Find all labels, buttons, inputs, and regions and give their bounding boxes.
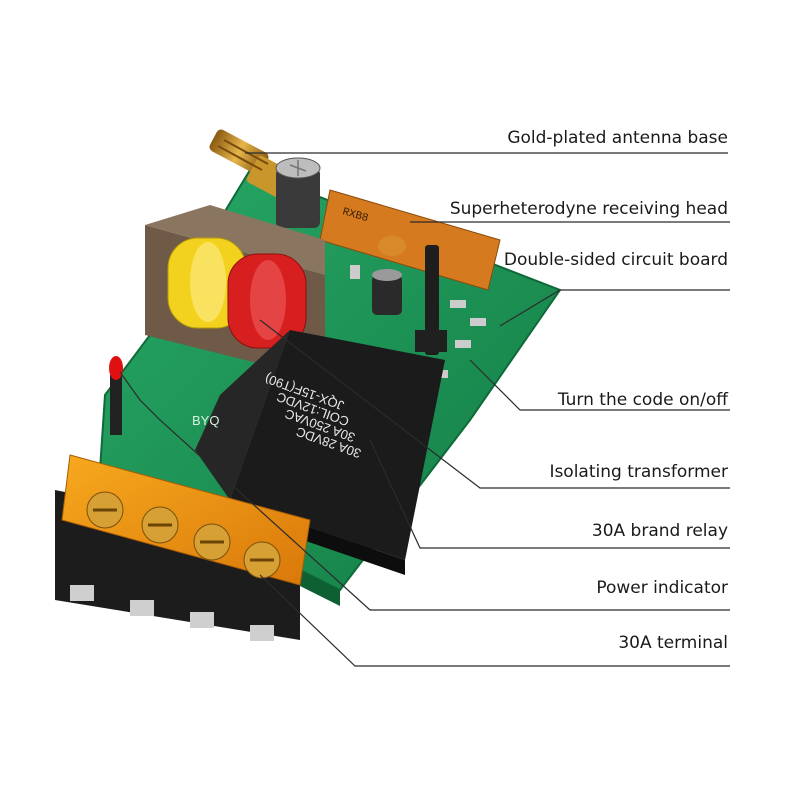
small-components	[350, 236, 486, 378]
receiver-module: RXB8	[319, 189, 501, 291]
label-receiver: Superheterodyne receiving head	[449, 199, 728, 219]
leader-indicator	[119, 371, 730, 611]
power-indicator	[109, 356, 123, 435]
leader-lines	[119, 152, 730, 667]
label-antenna: Gold-plated antenna base	[507, 128, 728, 148]
label-code: Turn the code on/off	[557, 390, 728, 410]
label-indicator: Power indicator	[596, 578, 728, 598]
leader-relay	[369, 439, 730, 549]
label-transformer: Isolating transformer	[549, 462, 728, 482]
isolating-transformer	[145, 205, 325, 380]
relay: JQX-15F(T90) COIL:12VDC 30A 250VAC 30A 2…	[195, 330, 445, 575]
label-terminal: 30A terminal	[618, 633, 728, 653]
leader-terminal	[259, 574, 730, 667]
label-relay: 30A brand relay	[591, 521, 728, 541]
capacitor-large	[275, 157, 321, 228]
leader-transformer	[259, 319, 730, 489]
leader-board	[499, 289, 730, 327]
terminal-block	[55, 454, 311, 641]
leader-code	[469, 359, 730, 411]
label-board: Double-sided circuit board	[503, 250, 728, 270]
board-silk-label: BYQ	[192, 413, 219, 428]
